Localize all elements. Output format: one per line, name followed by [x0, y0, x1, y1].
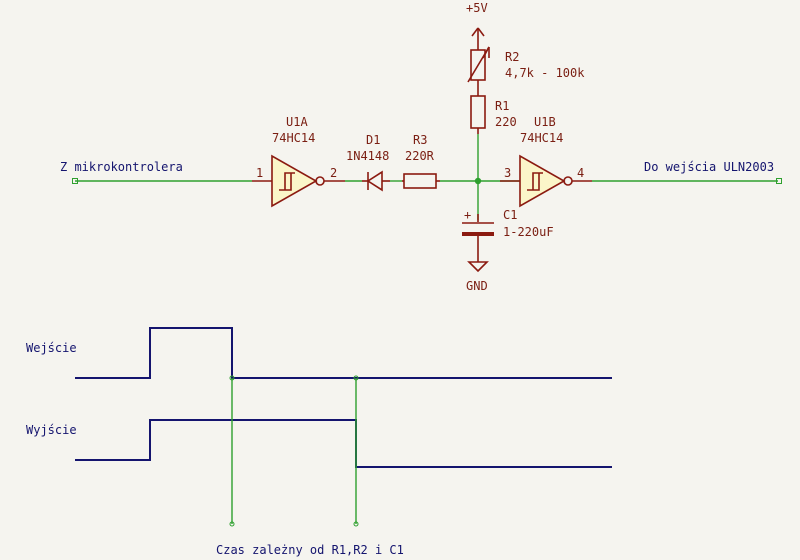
u1a-pin-out: 2	[330, 166, 337, 180]
input-waveform	[75, 327, 612, 379]
r3-value: 220R	[405, 149, 435, 163]
r1-value: 220	[495, 115, 517, 129]
u1a-value: 74HC14	[272, 131, 315, 145]
schmitt-trigger-icon	[279, 172, 295, 191]
u1b-pin-out: 4	[577, 166, 584, 180]
input-net-label: Z mikrokontrolera	[60, 160, 183, 174]
r1-ref: R1	[495, 99, 509, 113]
schmitt-trigger-icon	[527, 172, 543, 191]
c1-polarity: +	[464, 208, 471, 222]
r3-ref: R3	[413, 133, 427, 147]
u1a-schmitt-inverter[interactable]	[252, 154, 345, 208]
r2-variable-resistor[interactable]	[467, 46, 490, 96]
u1b-schmitt-inverter[interactable]	[500, 154, 592, 208]
output-wave-label: Wyjście	[26, 423, 77, 437]
u1b-ref: U1B	[534, 115, 556, 129]
output-net-label: Do wejścia ULN2003	[644, 160, 774, 174]
vcc-power-symbol	[471, 27, 485, 50]
gnd-symbol	[467, 261, 489, 273]
c1-polarized-capacitor[interactable]	[462, 214, 494, 262]
d1-ref: D1	[366, 133, 380, 147]
r2-ref: R2	[505, 50, 519, 64]
r3-resistor[interactable]	[402, 173, 440, 189]
c1-ref: C1	[503, 208, 517, 222]
input-wave-label: Wejście	[26, 341, 77, 355]
u1b-pin-in: 3	[504, 166, 511, 180]
output-wire	[592, 178, 782, 184]
timing-note: Czas zależny od R1,R2 i C1	[216, 543, 404, 557]
vcc-label: +5V	[466, 1, 488, 15]
u1a-ref: U1A	[286, 115, 308, 129]
d1-diode[interactable]	[362, 170, 390, 192]
r1-resistor[interactable]	[470, 95, 486, 134]
timing-markers	[229, 375, 359, 527]
c1-value: 1-220uF	[503, 225, 554, 239]
output-waveform	[75, 419, 612, 468]
gnd-label: GND	[466, 279, 488, 293]
input-wire	[72, 178, 252, 184]
r2-value: 4,7k - 100k	[505, 66, 585, 80]
u1a-pin-in: 1	[256, 166, 263, 180]
d1-value: 1N4148	[346, 149, 389, 163]
u1b-value: 74HC14	[520, 131, 563, 145]
